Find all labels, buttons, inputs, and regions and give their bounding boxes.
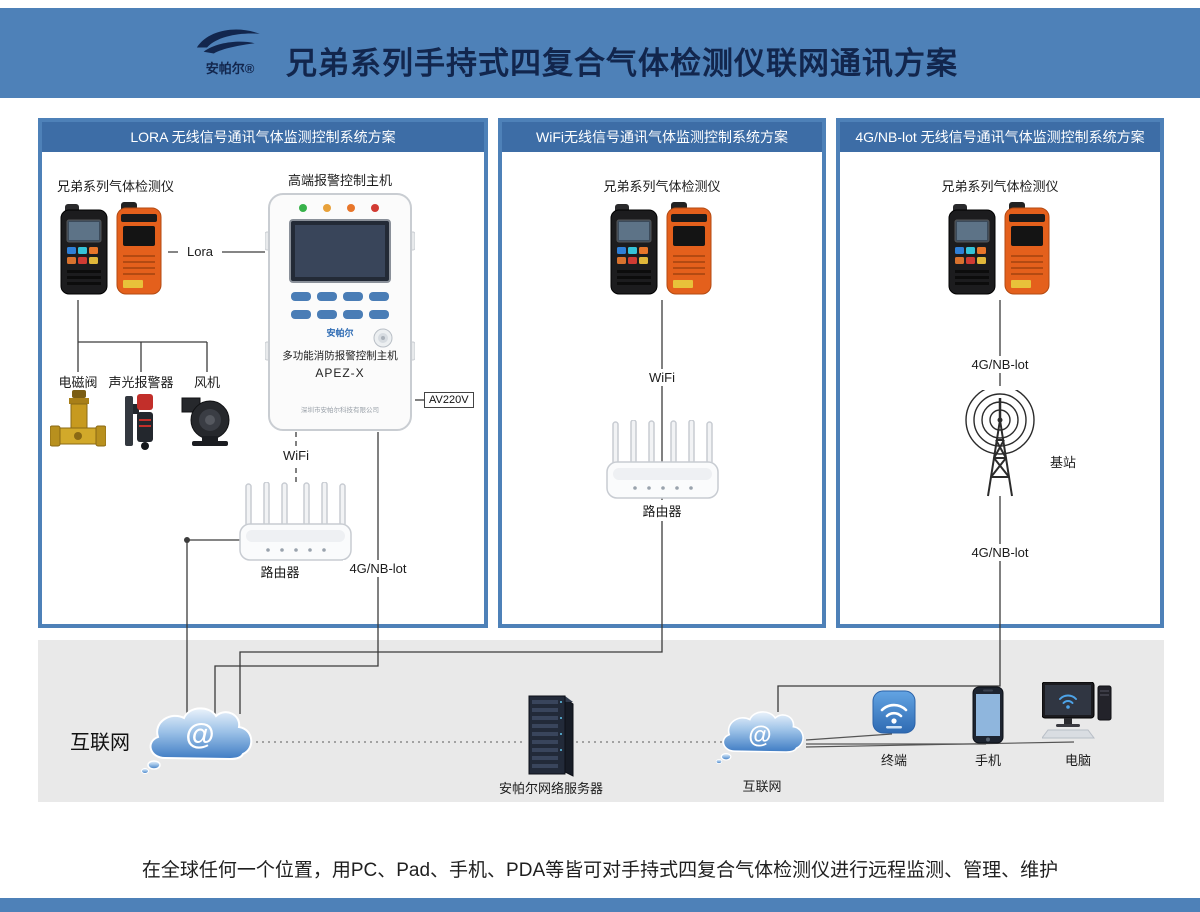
host-company-text: 深圳市安帕尔科技有限公司	[301, 407, 379, 414]
gas-detector-pair	[943, 200, 1058, 300]
gas-detector-pair	[605, 200, 720, 300]
desktop-computer-icon	[1042, 682, 1114, 742]
detector-label: 兄弟系列气体检测仪	[57, 179, 175, 194]
router-label: 路由器	[627, 500, 697, 521]
terminal-label: 终端	[880, 753, 907, 768]
internet-text-left: 互联网	[70, 732, 130, 754]
phone-label: 手机	[974, 753, 1001, 768]
valve-label: 电磁阀	[58, 375, 98, 390]
power-label: AV220V	[424, 392, 474, 408]
sound-light-alarm	[121, 390, 161, 452]
host-title: 高端报警控制主机	[288, 173, 393, 188]
brand-logo: 安帕尔®	[178, 22, 282, 77]
panel-cell-title: 4G/NB-lot 无线信号通讯气体监测控制系统方案	[840, 122, 1160, 152]
solenoid-valve	[50, 390, 106, 452]
detector-label: 兄弟系列气体检测仪	[941, 179, 1059, 194]
alarm-control-host	[265, 192, 415, 432]
cell-label-top: 4G/NB-lot	[963, 356, 1037, 373]
page-title: 兄弟系列手持式四复合气体检测仪联网通讯方案	[286, 46, 958, 81]
panel-lora-title: LORA 无线信号通讯气体监测控制系统方案	[42, 122, 484, 152]
smartphone-icon	[972, 686, 1004, 744]
gas-detector-pair	[55, 200, 170, 300]
fan-label: 风机	[193, 375, 220, 390]
wifi-router	[605, 420, 720, 505]
server-label: 安帕尔网络服务器	[498, 781, 603, 796]
footer-bar	[0, 898, 1200, 912]
caption-text: 在全球任何一个位置，用PC、Pad、手机、PDA等皆可对手持式四复合气体检测仪进…	[141, 860, 1059, 881]
host-model-text: APEZ-X	[315, 366, 365, 380]
internet-text-mid: 互联网	[742, 779, 782, 794]
detector-label: 兄弟系列气体检测仪	[603, 179, 721, 194]
router-label: 路由器	[260, 565, 300, 580]
wifi-label: WiFi	[274, 447, 318, 464]
alarm-label: 声光报警器	[108, 375, 174, 390]
at-symbol-mid: @	[748, 722, 772, 749]
host-logo-text: 安帕尔	[326, 328, 354, 338]
cell-label-bottom: 4G/NB-lot	[963, 544, 1037, 561]
computer-label: 电脑	[1064, 753, 1091, 768]
exhaust-fan	[180, 392, 236, 448]
header-banner: 安帕尔® 兄弟系列手持式四复合气体检测仪联网通讯方案	[0, 8, 1200, 98]
host-name-text: 多功能消防报警控制主机	[282, 350, 398, 362]
logo-swoosh-icon	[185, 22, 275, 56]
terminal-icon	[872, 690, 916, 734]
cell-label: 4G/NB-lot	[343, 560, 413, 577]
wifi-router	[238, 482, 353, 567]
lora-link-label: Lora	[178, 243, 222, 260]
station-label: 基站	[1050, 455, 1077, 470]
panel-cell: 4G/NB-lot 无线信号通讯气体监测控制系统方案 兄弟系列气体检测仪 4G/…	[836, 118, 1164, 628]
at-symbol-left: @	[185, 718, 215, 751]
panel-lora: LORA 无线信号通讯气体监测控制系统方案 兄弟系列气体检测仪 高端报警控制主机…	[38, 118, 488, 628]
panel-wifi-title: WiFi无线信号通讯气体监测控制系统方案	[502, 122, 822, 152]
brand-name: 安帕尔®	[205, 61, 255, 76]
network-server	[515, 692, 587, 780]
wifi-label: WiFi	[640, 369, 684, 386]
cell-tower	[930, 390, 1070, 500]
internet-zone: 互联网 @ 安帕尔网络服务器 @ 互联网 终端 手机 电脑	[38, 640, 1164, 802]
panel-wifi: WiFi无线信号通讯气体监测控制系统方案 兄弟系列气体检测仪 WiFi 路由器	[498, 118, 826, 628]
